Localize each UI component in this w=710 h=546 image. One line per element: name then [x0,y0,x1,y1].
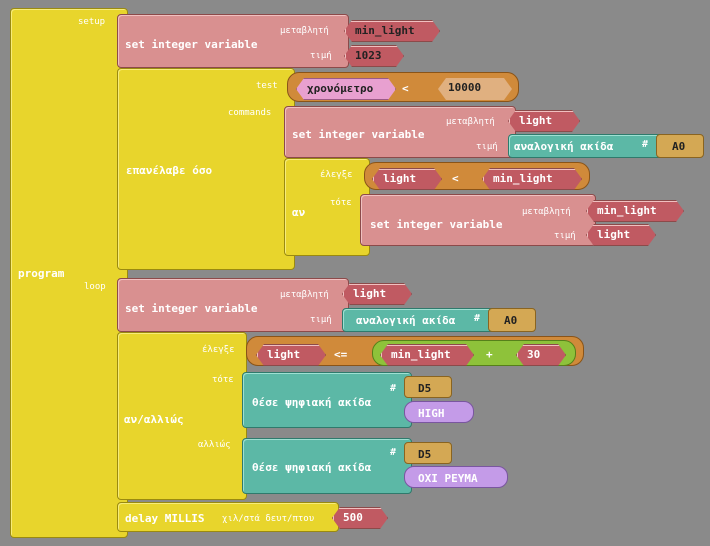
delay-block[interactable] [117,502,339,532]
repeat-while-label: επανέλαβε όσο [126,164,213,177]
timer-op[interactable]: < [402,82,409,95]
if-set-min-light-label: set integer variable [370,218,503,231]
if-check-label: έλεγξε [320,170,353,180]
else-digital-write-block[interactable] [242,438,412,494]
loop-set-var-label: μεταβλητή [280,290,329,300]
loop-set-var-field[interactable]: light [342,283,412,305]
setup-set-integer-block[interactable] [117,14,349,68]
if-left-field[interactable]: light [372,168,442,190]
setup-value-label: τιμή [310,51,332,61]
setup-socket-label: setup [78,17,106,27]
then-pin-value: D5 [418,382,432,395]
sum-right-field[interactable]: 30 [516,344,566,366]
timer-field[interactable]: χρονόμετρο [296,78,396,100]
repeat-analog-pin-block[interactable] [508,134,664,158]
loop-analog-pin-field[interactable] [488,308,536,332]
loop-analog-pin-block[interactable] [342,308,498,332]
if-else-else-label: αλλιώς [198,440,231,450]
then-value-label: HIGH [418,407,445,420]
if-set-value-field[interactable]: light [586,224,656,246]
sum-left-field[interactable]: min_light [380,344,474,366]
if-set-var-label: μεταβλητή [522,207,571,217]
then-value-field[interactable] [404,401,474,423]
repeat-while-block[interactable] [117,68,295,270]
if-set-var-field[interactable]: min_light [586,200,684,222]
if-block[interactable] [284,158,370,256]
if-else-check-label: έλεγξε [202,345,235,355]
loop-set-value-label: τιμή [310,315,332,325]
repeat-analog-label: αναλογική ακίδα [514,140,614,153]
then-digital-hash: # [390,383,397,394]
else-digital-write-label: θέσε ψηφιακή ακίδα [252,461,372,474]
then-pin-field[interactable] [404,376,452,398]
delay-unit-label: χιλ/στά δευτ/πτου [222,514,315,524]
if-set-min-light-block[interactable] [360,194,596,246]
repeat-set-var-label: μεταβλητή [446,117,495,127]
if-right-field[interactable]: min_light [482,168,582,190]
loop-analog-label: αναλογική ακίδα [356,314,456,327]
sum-op[interactable]: + [486,348,493,361]
setup-var-field[interactable]: min_light [344,20,440,42]
repeat-analog-pin-value: A0 [672,140,686,153]
else-value-field[interactable] [404,466,508,488]
if-label: αν [292,206,306,219]
else-pin-value: D5 [418,448,432,461]
if-else-label: αν/αλλιώς [124,413,184,426]
setup-var-label: μεταβλητή [280,26,329,36]
loop-socket-label: loop [84,282,106,292]
program-label: program [18,267,65,280]
loop-analog-hash: # [474,313,481,324]
if-else-block[interactable] [117,332,247,500]
if-else-left-field[interactable]: light [256,344,326,366]
program-block[interactable] [10,8,128,538]
if-op[interactable]: < [452,172,459,185]
loop-set-light-block[interactable] [117,278,349,332]
delay-label: delay MILLIS [125,512,205,525]
repeat-analog-hash: # [642,139,649,150]
setup-value-field[interactable]: 1023 [344,45,404,67]
timer-limit-field[interactable]: 10000 [438,78,512,100]
delay-value-field[interactable]: 500 [332,507,388,529]
if-set-value-label: τιμή [554,231,576,241]
loop-analog-pin-value: A0 [504,314,518,327]
repeat-set-light-block[interactable] [284,106,516,158]
else-pin-field[interactable] [404,442,452,464]
then-digital-write-block[interactable] [242,372,412,428]
setup-set-integer-label: set integer variable [125,38,258,51]
loop-set-light-label: set integer variable [125,302,258,315]
if-else-op[interactable]: <= [334,348,348,361]
repeat-set-var-field[interactable]: light [508,110,580,132]
else-value-label: ΟΧΙ ΡΕΥΜΑ [418,472,478,485]
repeat-set-light-label: set integer variable [292,128,425,141]
repeat-commands-label: commands [228,108,272,118]
then-digital-write-label: θέσε ψηφιακή ακίδα [252,396,372,409]
repeat-test-label: test [256,81,278,91]
if-else-then-label: τότε [212,375,234,385]
repeat-analog-pin-field[interactable] [656,134,704,158]
if-then-label: τότε [330,198,352,208]
repeat-set-value-label: τιμή [476,142,498,152]
else-digital-hash: # [390,447,397,458]
